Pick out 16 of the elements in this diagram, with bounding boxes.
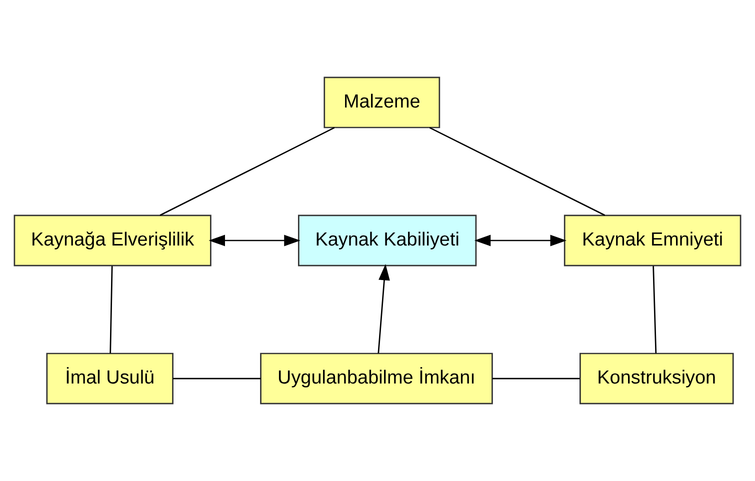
connector bbox=[172, 378, 261, 380]
node-box: Kaynak Emniyeti bbox=[564, 214, 742, 266]
node-box: Konstruksiyon bbox=[580, 352, 734, 404]
node-box: Kaynağa Elverişlilik bbox=[14, 214, 212, 266]
connector bbox=[652, 266, 657, 354]
arrow bbox=[474, 234, 567, 246]
arrow bbox=[208, 234, 300, 246]
connector bbox=[492, 378, 580, 380]
node-box: İmal Usulü bbox=[46, 352, 174, 404]
node-box: Malzeme bbox=[324, 76, 440, 128]
connector bbox=[110, 266, 113, 354]
node-box: Kaynak Kabiliyeti bbox=[298, 214, 477, 266]
node-box: Uygulanbabilme İmkanı bbox=[260, 352, 493, 404]
connector bbox=[429, 127, 606, 216]
arrow bbox=[378, 264, 390, 354]
connector bbox=[160, 127, 335, 216]
